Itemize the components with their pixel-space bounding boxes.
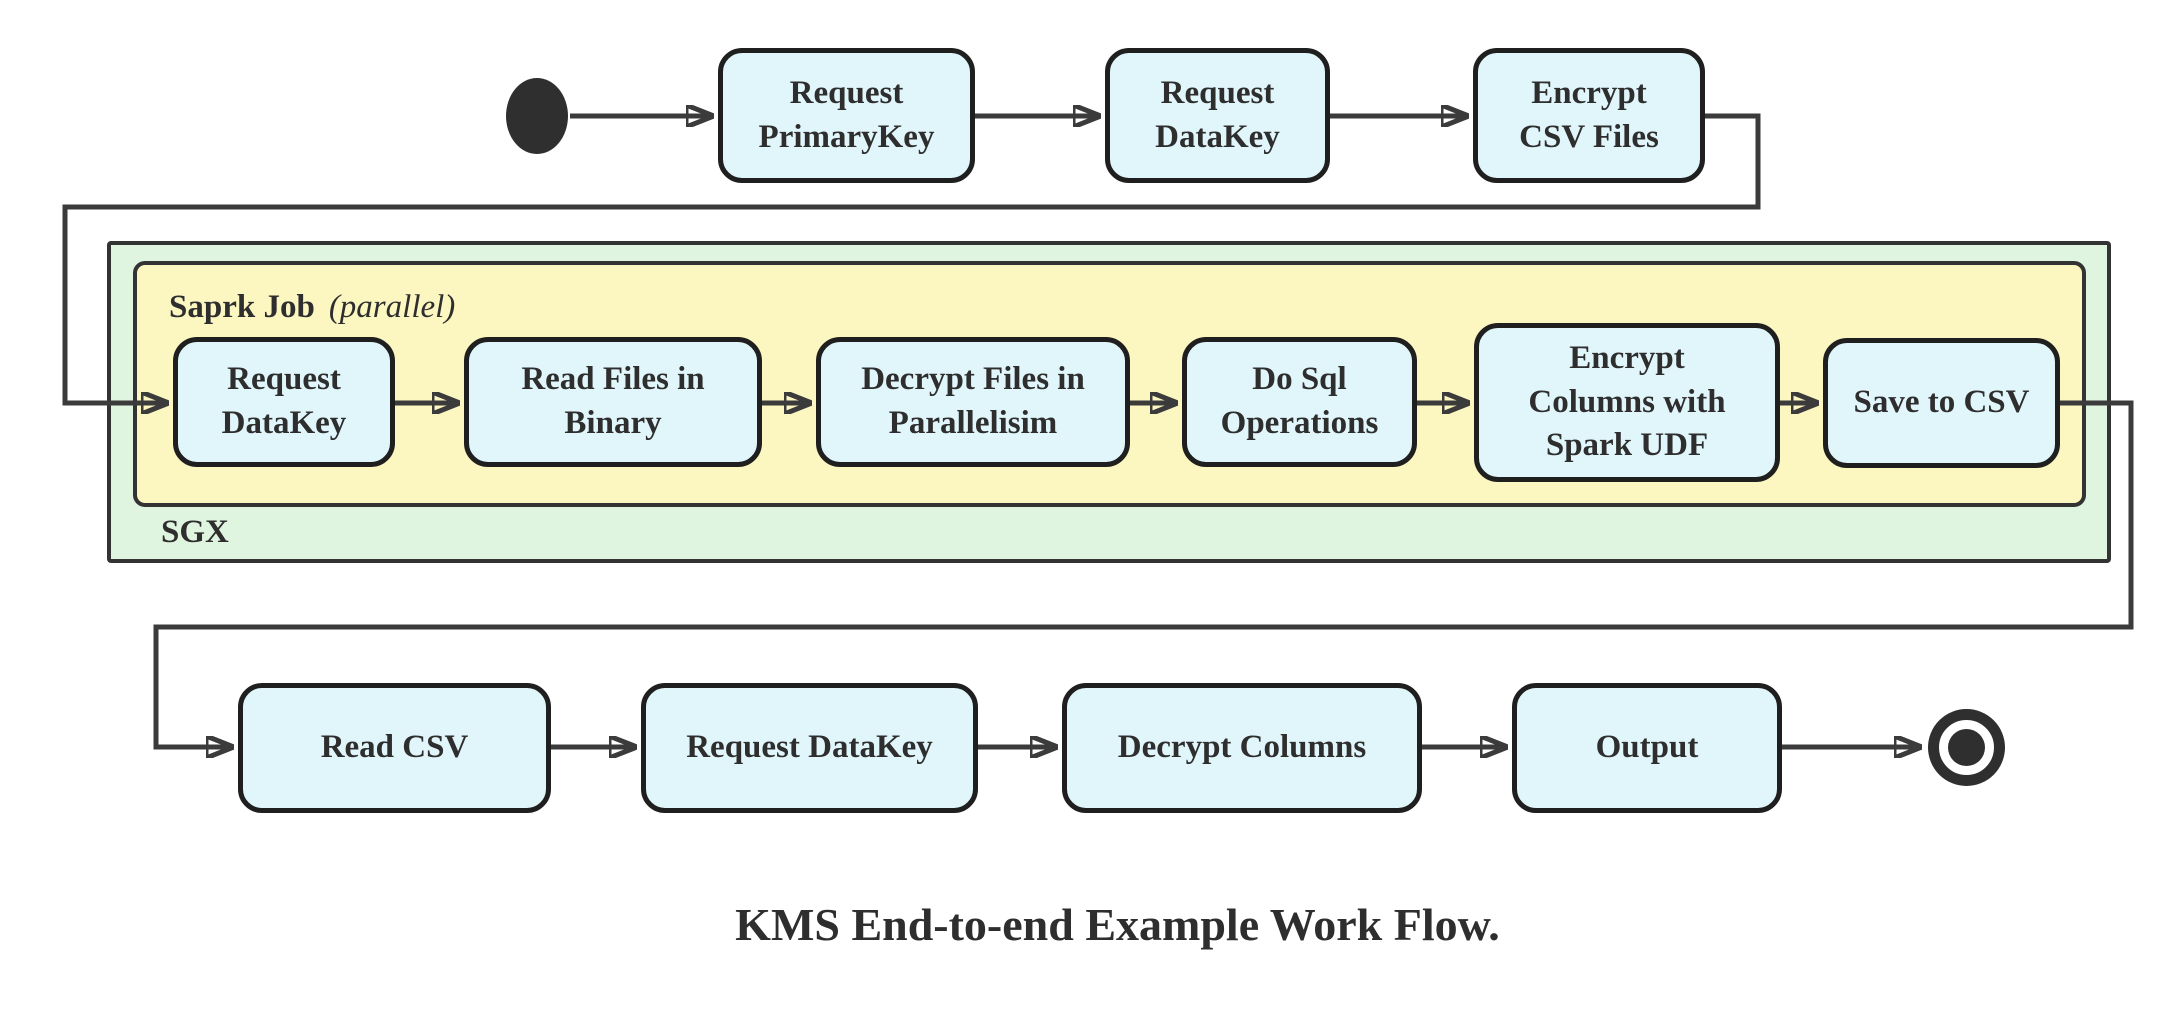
flow-node-output: Output <box>1512 683 1782 813</box>
start-node-icon <box>506 78 568 154</box>
spark-job-label-text: Saprk Job <box>169 289 315 325</box>
flow-node-encrypt-columns-with-spark-udf: Encrypt Columns with Spark UDF <box>1474 323 1780 482</box>
spark-job-group-label: Saprk Job (parallel) <box>169 289 455 326</box>
edge-encrypt-csv-to-sgx-request-datakey <box>62 113 1761 403</box>
flow-node-request-datakey-client: Request DataKey <box>641 683 978 813</box>
end-node-inner-dot <box>1948 729 1985 766</box>
flow-node-read-csv: Read CSV <box>238 683 551 813</box>
flow-node-decrypt-files-in-parallelisim: Decrypt Files in Parallelisim <box>816 337 1130 467</box>
flow-node-save-to-csv: Save to CSV <box>1823 338 2060 468</box>
flow-node-encrypt-csv-files: Encrypt CSV Files <box>1473 48 1705 183</box>
flow-node-read-files-in-binary: Read Files in Binary <box>464 337 762 467</box>
diagram-caption: KMS End-to-end Example Work Flow. <box>735 899 1500 950</box>
end-node-icon <box>1928 709 2005 786</box>
flow-node-request-primarykey: Request PrimaryKey <box>718 48 975 183</box>
flow-node-request-datakey-top: Request DataKey <box>1105 48 1330 183</box>
flow-node-request-datakey-sgx: Request DataKey <box>173 337 395 467</box>
spark-job-parallel-qualifier: (parallel) <box>328 289 456 325</box>
flow-node-do-sql-operations: Do Sql Operations <box>1182 337 1417 467</box>
sgx-group-label: SGX <box>161 514 229 550</box>
flow-node-decrypt-columns: Decrypt Columns <box>1062 683 1422 813</box>
edge-save-csv-to-read-csv <box>153 400 2134 747</box>
